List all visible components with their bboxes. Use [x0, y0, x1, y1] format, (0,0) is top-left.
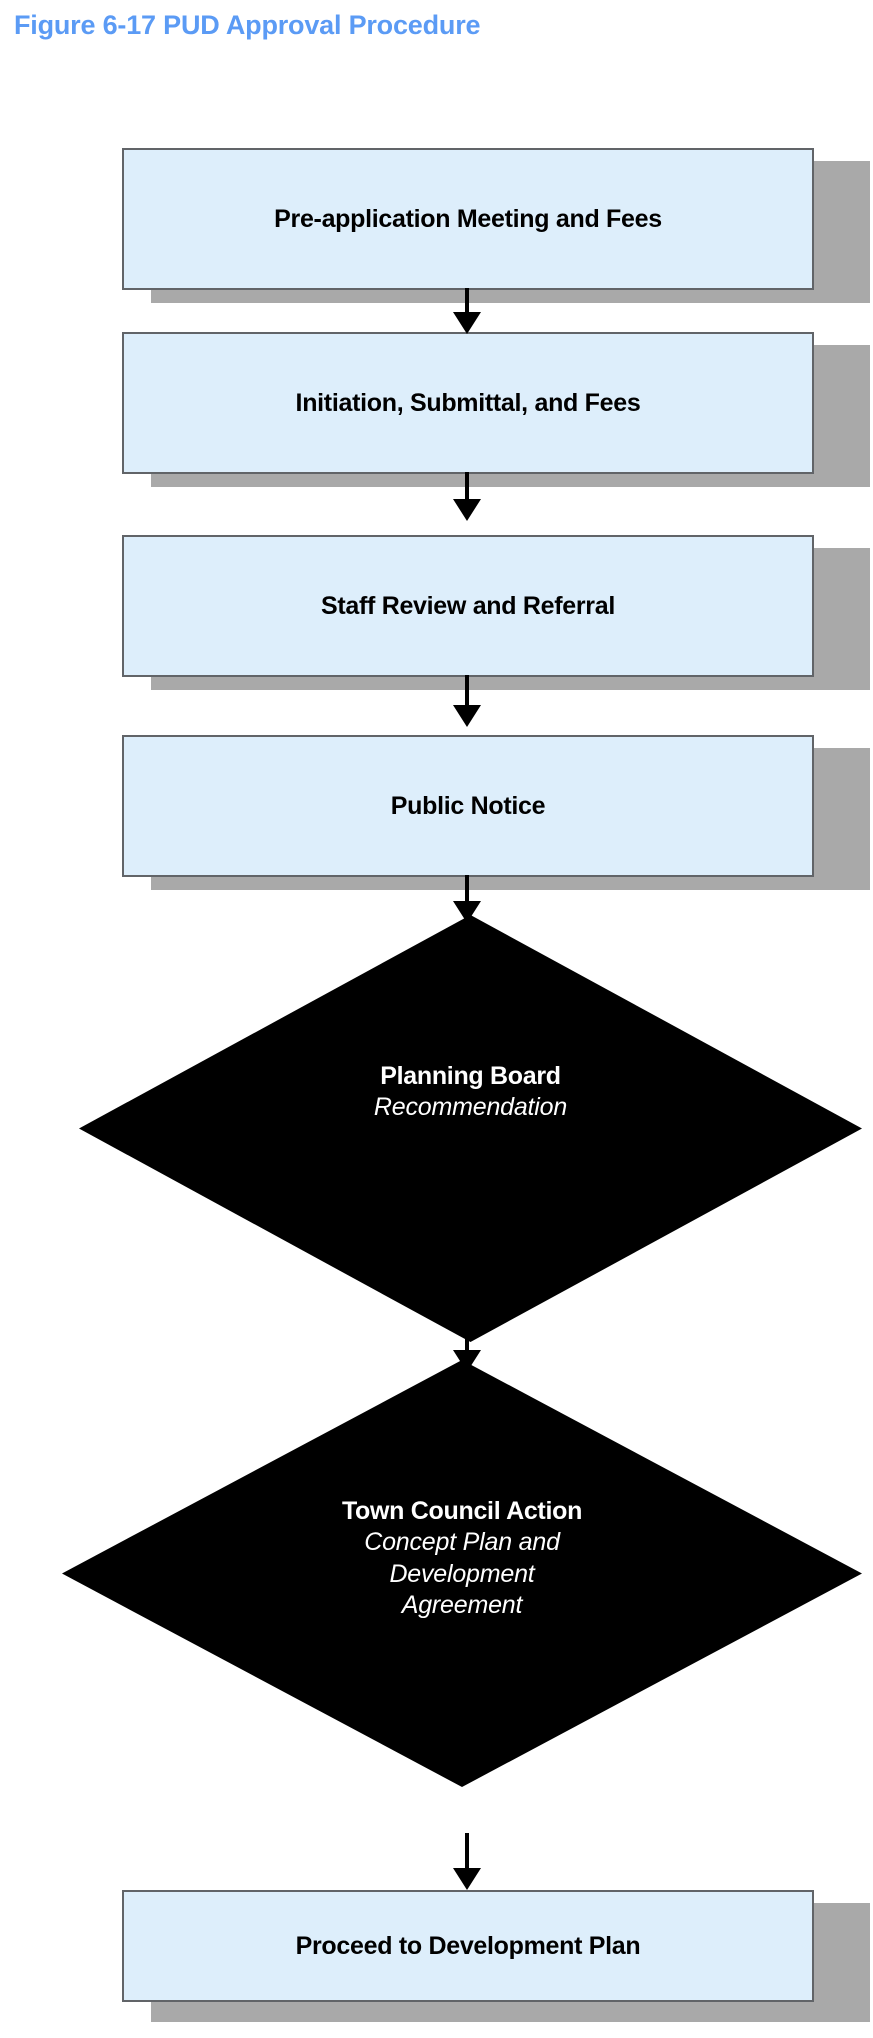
- connector-n2-n3: [453, 472, 481, 521]
- diamond-shape: [79, 915, 862, 1342]
- arrow-head-icon: [453, 312, 481, 334]
- node-initiation-submittal-and-fees[interactable]: Initiation, Submittal, and Fees: [122, 332, 814, 474]
- page-title: Figure 6-17 PUD Approval Procedure: [14, 10, 481, 40]
- node-label: Public Notice: [390, 791, 546, 820]
- node-public-notice[interactable]: Public Notice: [122, 735, 814, 877]
- diamond-text-block: Planning Board Recommendation: [79, 1061, 862, 1124]
- node-proceed-to-development-plan[interactable]: Proceed to Development Plan: [122, 1890, 814, 2002]
- node-label: Initiation, Submittal, and Fees: [295, 388, 641, 417]
- diamond-text-block: Town Council Action Concept Plan and Dev…: [62, 1496, 862, 1621]
- diamond-title: Planning Board: [380, 1062, 561, 1090]
- node-label: Staff Review and Referral: [321, 591, 615, 620]
- diamond-subtitle-line-2: Development: [389, 1559, 535, 1588]
- connector-n3-n4: [453, 675, 481, 727]
- connector-n6-n7: [453, 1833, 481, 1890]
- arrow-head-icon: [453, 901, 481, 923]
- arrow-head-icon: [453, 499, 481, 521]
- diamond-title: Town Council Action: [341, 1497, 583, 1525]
- node-town-council-action[interactable]: Town Council Action Concept Plan and Dev…: [62, 1360, 862, 1787]
- diamond-subtitle-line-3: Agreement: [401, 1590, 523, 1619]
- node-pre-application-meeting-and-fees[interactable]: Pre-application Meeting and Fees: [122, 148, 814, 290]
- node-planning-board-recommendation[interactable]: Planning Board Recommendation: [79, 915, 862, 1342]
- diamond-subtitle: Recommendation: [373, 1093, 568, 1122]
- arrow-head-icon: [453, 1868, 481, 1890]
- connector-n4-n5: [453, 875, 481, 923]
- arrow-head-icon: [453, 705, 481, 727]
- arrow-head-icon: [453, 1350, 481, 1372]
- connector-n1-n2: [453, 288, 481, 334]
- node-label: Proceed to Development Plan: [295, 1931, 641, 1960]
- connector-n5-n6: [453, 1328, 481, 1372]
- node-staff-review-and-referral[interactable]: Staff Review and Referral: [122, 535, 814, 677]
- diamond-subtitle-line-1: Concept Plan and: [364, 1528, 560, 1557]
- node-label: Pre-application Meeting and Fees: [274, 204, 662, 233]
